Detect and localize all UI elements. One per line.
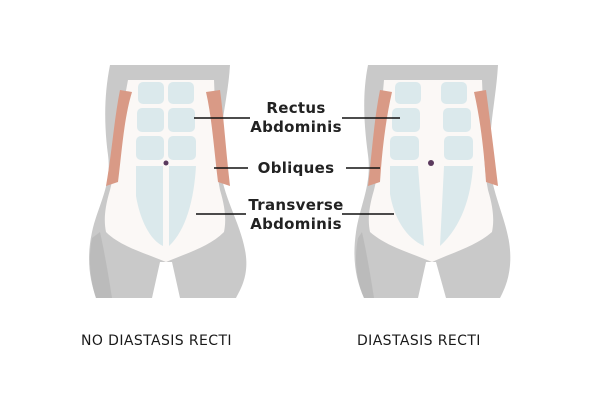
label-transverse-line1: Transverse [248,196,344,214]
navel-right [428,160,434,166]
torso-waist-shade-right [356,232,374,298]
leader-lines [194,117,400,215]
rectus-abdominis-left [136,82,196,246]
rectus-abdominis-right [390,82,473,246]
obliques-left-b [206,90,230,186]
navel-left [163,160,169,166]
label-rectus-line1: Rectus [266,99,326,117]
label-rectus-line2: Abdominis [250,118,342,136]
transverse-abdominis-left [104,80,226,262]
torso-waist-shade-left [89,232,112,298]
label-transverse-line2: Abdominis [250,215,342,233]
obliques-right-a [368,90,392,186]
label-transverse-abdominis: Transverse Abdominis [226,196,366,234]
torso-diastasis-illustration [354,65,511,298]
caption-diastasis: DIASTASIS RECTI [357,333,481,349]
caption-no-diastasis: NO DIASTASIS RECTI [81,333,232,349]
label-obliques-text: Obliques [257,159,335,177]
obliques-right-b [474,90,498,186]
label-rectus-abdominis: Rectus Abdominis [226,99,366,137]
torso-normal-illustration [89,65,247,298]
obliques-left-a [106,90,132,186]
label-obliques: Obliques [226,159,366,178]
